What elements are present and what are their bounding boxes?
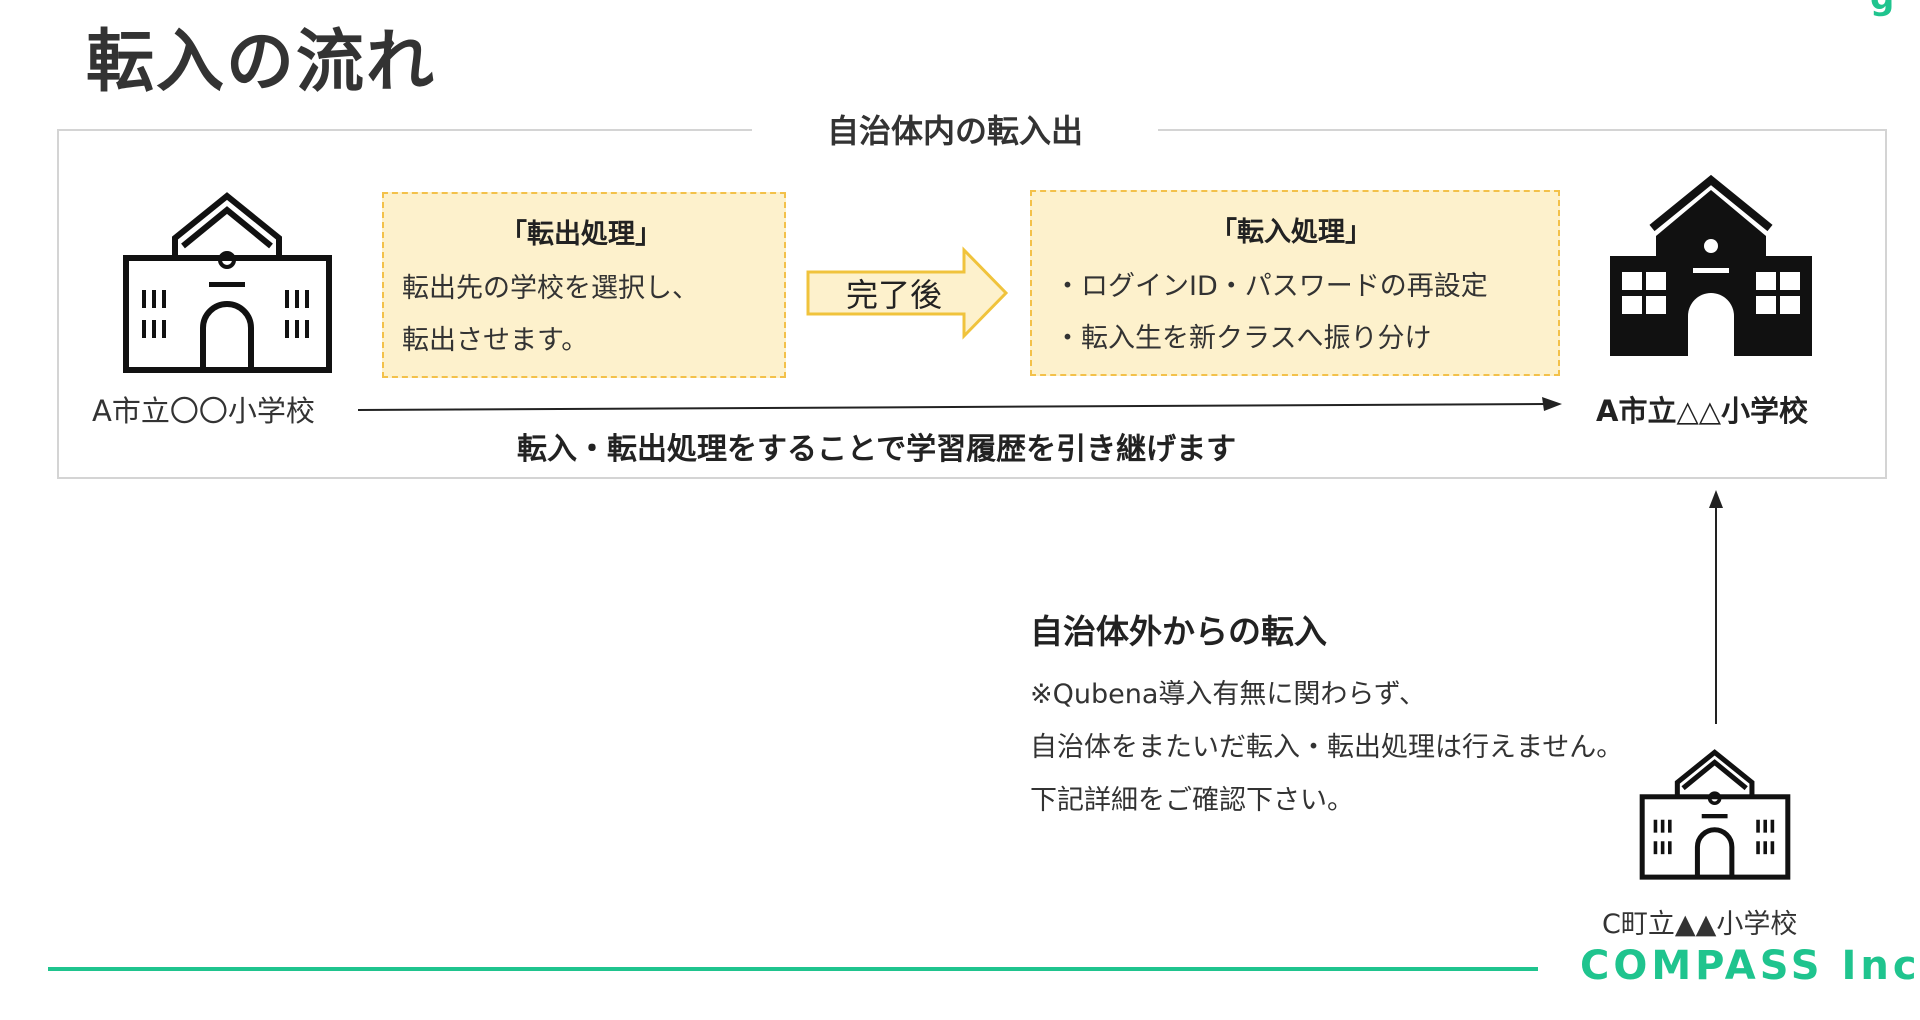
transfer-caption: 転入・転出処理をすることで学習履歴を引き継げます: [517, 432, 1237, 467]
transfer-flow-arrow: [357, 397, 1562, 411]
internal-transfer-frame-title: 自治体内の転入出: [752, 108, 1158, 154]
transfer-in-line: ・ログインID・パスワードの再設定: [1054, 271, 1488, 302]
transfer-out-box: [382, 192, 786, 378]
external-transfer-arrow: [1709, 490, 1723, 724]
school-outline-icon: [1639, 749, 1791, 880]
external-transfer-line: ※Qubena導入有無に関わらず、: [1030, 679, 1426, 710]
external-transfer-line: 自治体をまたいだ転入・転出処理は行えません。: [1030, 732, 1624, 763]
external-school-label: C町立▲▲小学校: [1602, 909, 1798, 940]
school-filled-icon: [1610, 174, 1812, 356]
external-transfer-line: 下記詳細をご確認下さい。: [1030, 785, 1354, 816]
page-title: 転入の流れ: [86, 23, 437, 102]
completion-arrow: [806, 246, 1009, 340]
corner-mark: g: [1870, 0, 1894, 18]
external-transfer-title: 自治体外からの転入: [1030, 612, 1327, 651]
transfer-out-title: 「転出処理」: [500, 219, 662, 250]
school-outline-icon: [123, 192, 332, 373]
transfer-in-line: ・転入生を新クラスへ振り分け: [1054, 323, 1432, 354]
transfer-out-line: 転出させます。: [402, 325, 589, 356]
transfer-in-title: 「転入処理」: [1210, 217, 1372, 248]
brand-logo: COMPASS Inc.: [1580, 943, 1920, 989]
completion-arrow-label: 完了後: [846, 276, 943, 314]
target-school-label: A市立△△小学校: [1596, 394, 1809, 428]
source-school-label: A市立〇〇小学校: [92, 394, 315, 428]
footer-divider: [48, 967, 1538, 971]
transfer-out-line: 転出先の学校を選択し、: [402, 273, 699, 304]
transfer-in-box: [1030, 190, 1560, 376]
